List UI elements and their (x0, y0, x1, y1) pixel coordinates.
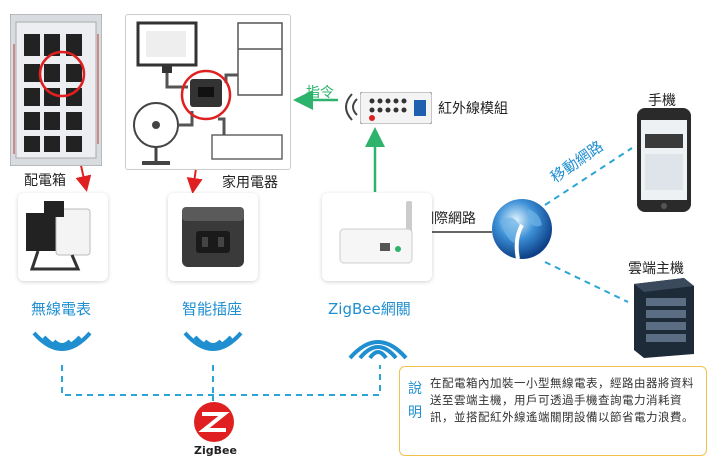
phone-image (637, 108, 691, 212)
zigbee-mesh-dashed (61, 365, 381, 396)
description-box: 說明 在配電箱內加裝一小型無線電表，經路由器將資料送至雲端主機，用戶可透過手機查… (399, 366, 707, 456)
gateway-wireless-icon (346, 322, 410, 370)
zigbee-gateway-label: ZigBee網關 (328, 300, 411, 318)
ir-module-label: 紅外線模組 (438, 101, 508, 117)
zigbee-logo-icon (192, 400, 236, 444)
globe-icon (488, 195, 556, 263)
wireless-meter-card (18, 193, 108, 281)
smart-socket-card (168, 193, 258, 281)
zigbee-logo-text: ZigBee (194, 444, 237, 457)
description-title: 說明 (408, 381, 422, 421)
internet-label: 網際網路 (420, 211, 476, 227)
panel-label: 配電箱 (24, 173, 66, 189)
globe-to-cloud-dashed (544, 261, 629, 303)
fan-icon (133, 102, 179, 165)
smart-socket-label: 智能插座 (182, 300, 243, 318)
cloud-label: 雲端主機 (628, 261, 684, 277)
zigbee-gateway-card (322, 193, 432, 281)
air-conditioner-icon (211, 134, 283, 160)
appliances-box (125, 14, 291, 170)
distribution-panel-image (9, 13, 103, 167)
appliances-label: 家用電器 (222, 175, 278, 191)
ir-waves-icon (338, 90, 358, 128)
phone-label: 手機 (648, 93, 676, 109)
wireless-meter-label: 無線電表 (31, 300, 92, 318)
command-label: 指令 (306, 85, 334, 101)
meter-wireless-icon (30, 325, 94, 373)
cloud-server-image (628, 278, 696, 358)
description-text: 在配電箱內加裝一小型無線電表，經路由器將資料送至雲端主機，用戶可透過手機查詢電力… (430, 376, 694, 424)
socket-wireless-icon (181, 325, 245, 373)
fridge-icon (237, 22, 283, 96)
ir-module-image (359, 91, 433, 125)
